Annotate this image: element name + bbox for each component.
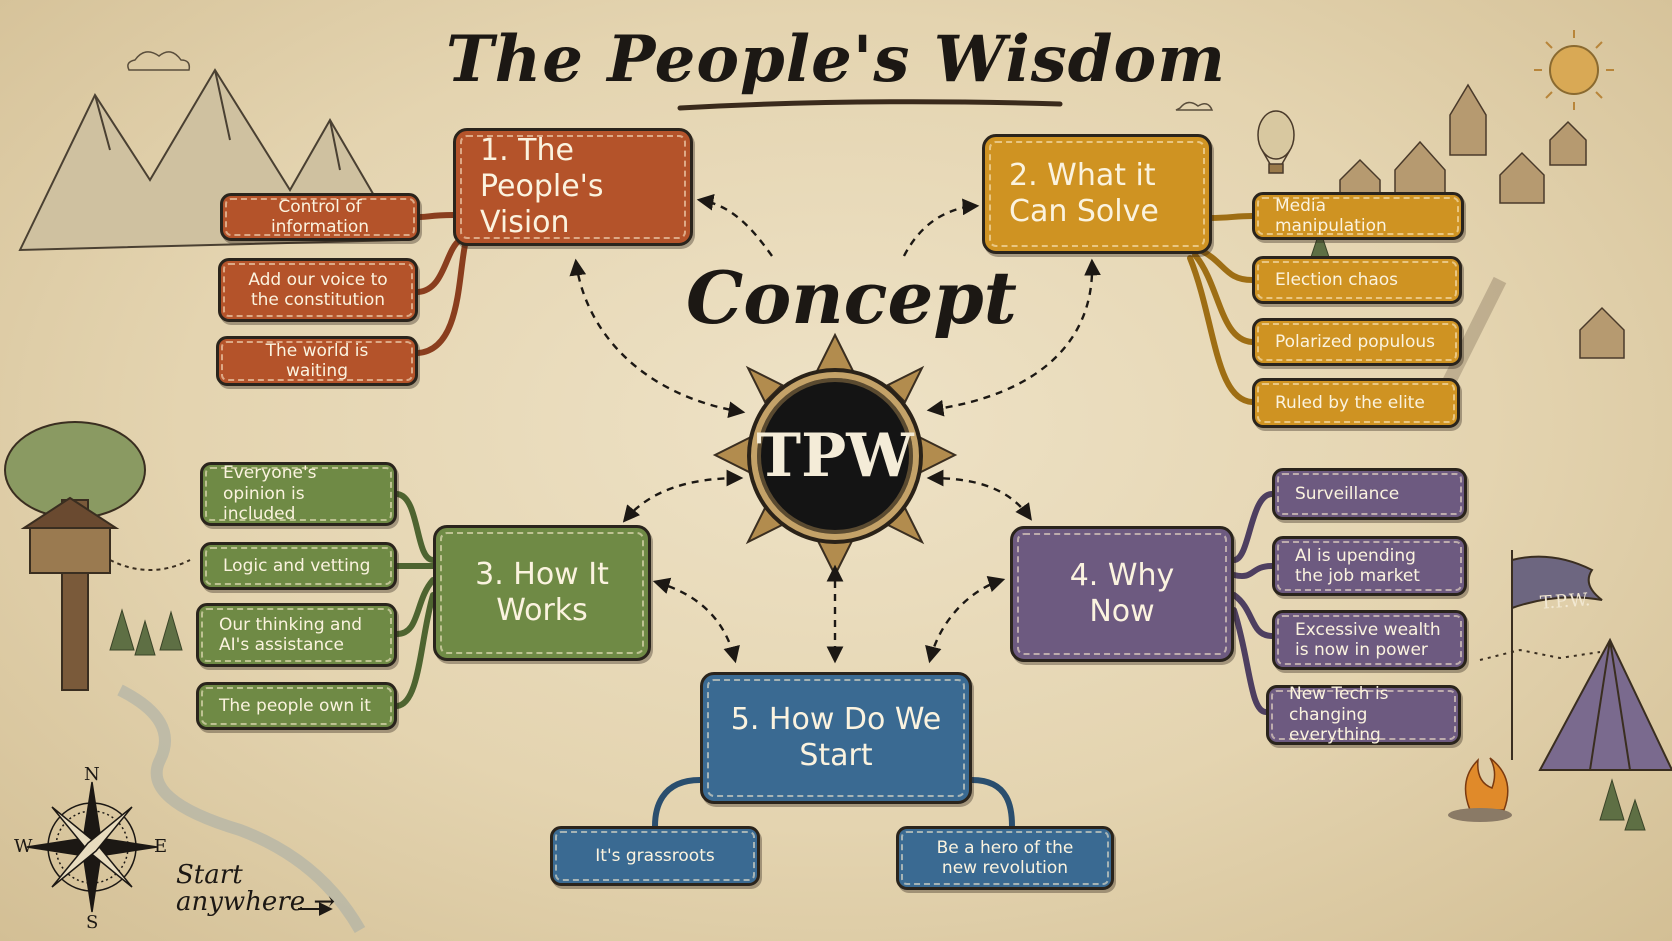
hub-medallion: TPW: [751, 372, 919, 540]
hub-star: [712, 332, 958, 578]
works-item-everyones-opinion: Everyone's opinion is included: [200, 462, 397, 526]
solve-item-ruled-by-elite: Ruled by the elite: [1252, 378, 1460, 428]
vision-item-world-waiting: The world is waiting: [216, 336, 418, 386]
why-now-item-excessive-wealth: Excessive wealth is now in power: [1272, 610, 1467, 670]
vision-item-add-our-voice: Add our voice to the constitution: [218, 258, 418, 322]
section-solve-title: 2. What it Can Solve: [982, 134, 1212, 254]
solve-item-media-manipulation: Media manipulation: [1252, 192, 1464, 240]
works-item-logic-and-vetting: Logic and vetting: [200, 542, 397, 590]
section-start-title: 5. How Do We Start: [700, 672, 972, 804]
why-now-item-ai-job-market: AI is upending the job market: [1272, 536, 1467, 596]
section-vision-title: 1. The People's Vision: [453, 128, 693, 246]
flag-label: T.P.W.: [1539, 589, 1592, 614]
branch-connectors: [394, 212, 1275, 829]
cloud-icon: [127, 51, 1214, 111]
treehouse-icon: [4, 421, 191, 691]
pine-trees: [109, 228, 1646, 831]
concept-label: Concept: [686, 255, 1017, 340]
sun-icon: [1534, 30, 1614, 110]
campfire-icon: [1448, 757, 1512, 822]
hot-air-balloon-icon: [1257, 110, 1295, 174]
tent-icon: [1479, 637, 1672, 771]
compass-south-label: S: [86, 912, 99, 933]
flag-icon: [1511, 550, 1603, 760]
vision-item-control-of-information: Control of information: [220, 193, 420, 241]
start-item-grassroots: It's grassroots: [550, 826, 760, 886]
hub-arrows: [569, 193, 1101, 664]
solve-item-polarized-populous: Polarized populous: [1252, 318, 1462, 366]
title-underline: [677, 99, 1063, 111]
compass-east-label: E: [154, 836, 168, 857]
start-item-be-a-hero: Be a hero of the new revolution: [896, 826, 1114, 890]
compass-rose-icon: [26, 781, 158, 913]
compass-north-label: N: [84, 764, 100, 785]
why-now-item-new-tech: New Tech is changing everything: [1266, 684, 1461, 745]
solve-item-election-chaos: Election chaos: [1252, 256, 1462, 304]
river: [117, 684, 366, 933]
why-now-item-surveillance: Surveillance: [1272, 468, 1467, 520]
compass-west-label: W: [14, 836, 33, 857]
start-anywhere-hint: Start anywhere →: [176, 860, 336, 918]
works-item-thinking-ai: Our thinking and AI's assistance: [196, 603, 397, 667]
section-why-now-title: 4. Why Now: [1010, 526, 1234, 662]
village-icon: [1339, 83, 1625, 404]
page-title: The People's Wisdom: [446, 22, 1226, 97]
works-item-people-own-it: The people own it: [196, 682, 397, 730]
section-works-title: 3. How It Works: [433, 525, 651, 661]
